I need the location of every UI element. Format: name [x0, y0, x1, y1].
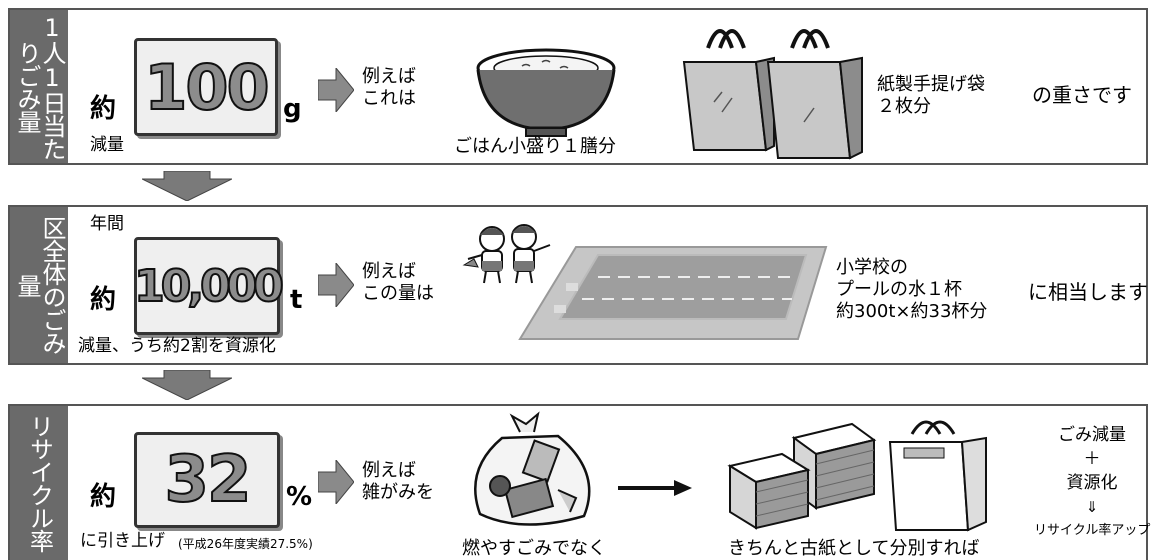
right-arrow-icon	[318, 263, 354, 307]
paper-bag-icon	[888, 420, 987, 532]
suffix: に相当します	[1028, 280, 1148, 304]
paper-bags-icon	[682, 29, 863, 160]
section-label: リサイクル率	[10, 406, 68, 560]
item-line3: 約300t×約33杯分	[836, 301, 988, 322]
right-arrow-icon	[318, 460, 354, 504]
section-recycling-rate: リサイクル率 約 32 % に引き上げ (平成26年度実績27.5%) 例えば …	[8, 404, 1151, 560]
caption: 減量	[90, 135, 124, 155]
caption-note: (平成26年度実績27.5%)	[178, 537, 313, 551]
item2-line1: 紙製手提げ袋	[877, 74, 985, 95]
big-number-box: 100	[134, 38, 278, 136]
big-number-box: 32	[134, 432, 280, 528]
caption: 減量、うち約2割を資源化	[78, 336, 276, 356]
swimmers-icon	[462, 224, 551, 284]
item2-separate: きちんと古紙として分別すれば	[728, 538, 980, 559]
pool-icon	[518, 246, 828, 340]
newspaper-stack-icon	[727, 422, 877, 530]
prefix: 約	[90, 482, 117, 512]
big-number-box: 10,000	[133, 237, 285, 335]
unit: t	[290, 285, 303, 315]
unit: %	[286, 482, 313, 512]
example-lead-2: これは	[362, 88, 416, 109]
garbage-bag-icon	[474, 411, 591, 526]
example-lead-1: 例えば	[362, 261, 416, 282]
prefix: 約	[90, 94, 117, 124]
result-line3: 資源化	[1066, 473, 1118, 493]
big-number: 100	[143, 50, 270, 125]
section-label: 区全体のごみ量	[10, 207, 68, 363]
result-line5: リサイクル率アップ	[1034, 523, 1151, 538]
right-arrow-icon	[318, 68, 354, 112]
down-arrow-icon	[142, 370, 232, 400]
section-label: 1人1日当たりごみ量	[10, 10, 68, 163]
top-caption: 年間	[90, 214, 124, 234]
example-lead-1: 例えば	[362, 460, 416, 481]
result-line2: ＋	[1083, 449, 1101, 469]
result-line1: ごみ減量	[1058, 425, 1126, 445]
item1-burnable: 燃やすごみでなく	[462, 538, 606, 559]
section-ward-waste: 区全体のごみ量 年間 約 10,000 t 減量、うち約2割を資源化 例えば こ…	[8, 205, 1148, 365]
big-number: 10,000	[133, 260, 285, 313]
result-line4: ⇓	[1085, 498, 1099, 516]
suffix: の重さです	[1032, 83, 1132, 107]
black-arrow-icon	[618, 480, 692, 496]
example-lead-2: 雑がみを	[362, 482, 434, 503]
item-line2: プールの水１杯	[836, 279, 962, 300]
section-daily-waste: 1人1日当たりごみ量 約 100 g 減量 例えば これは ごはん小盛り１膳分 …	[8, 8, 1148, 165]
item2-line2: ２枚分	[877, 96, 931, 117]
item1-rice: ごはん小盛り１膳分	[454, 136, 616, 157]
caption: に引き上げ	[80, 531, 165, 551]
example-lead-2: この量は	[362, 283, 434, 304]
prefix: 約	[90, 285, 117, 315]
unit: g	[283, 94, 302, 124]
item-line1: 小学校の	[836, 257, 908, 278]
down-arrow-icon	[142, 171, 232, 201]
rice-bowl-icon	[476, 48, 616, 137]
big-number: 32	[163, 442, 252, 518]
example-lead-1: 例えば	[362, 66, 416, 87]
